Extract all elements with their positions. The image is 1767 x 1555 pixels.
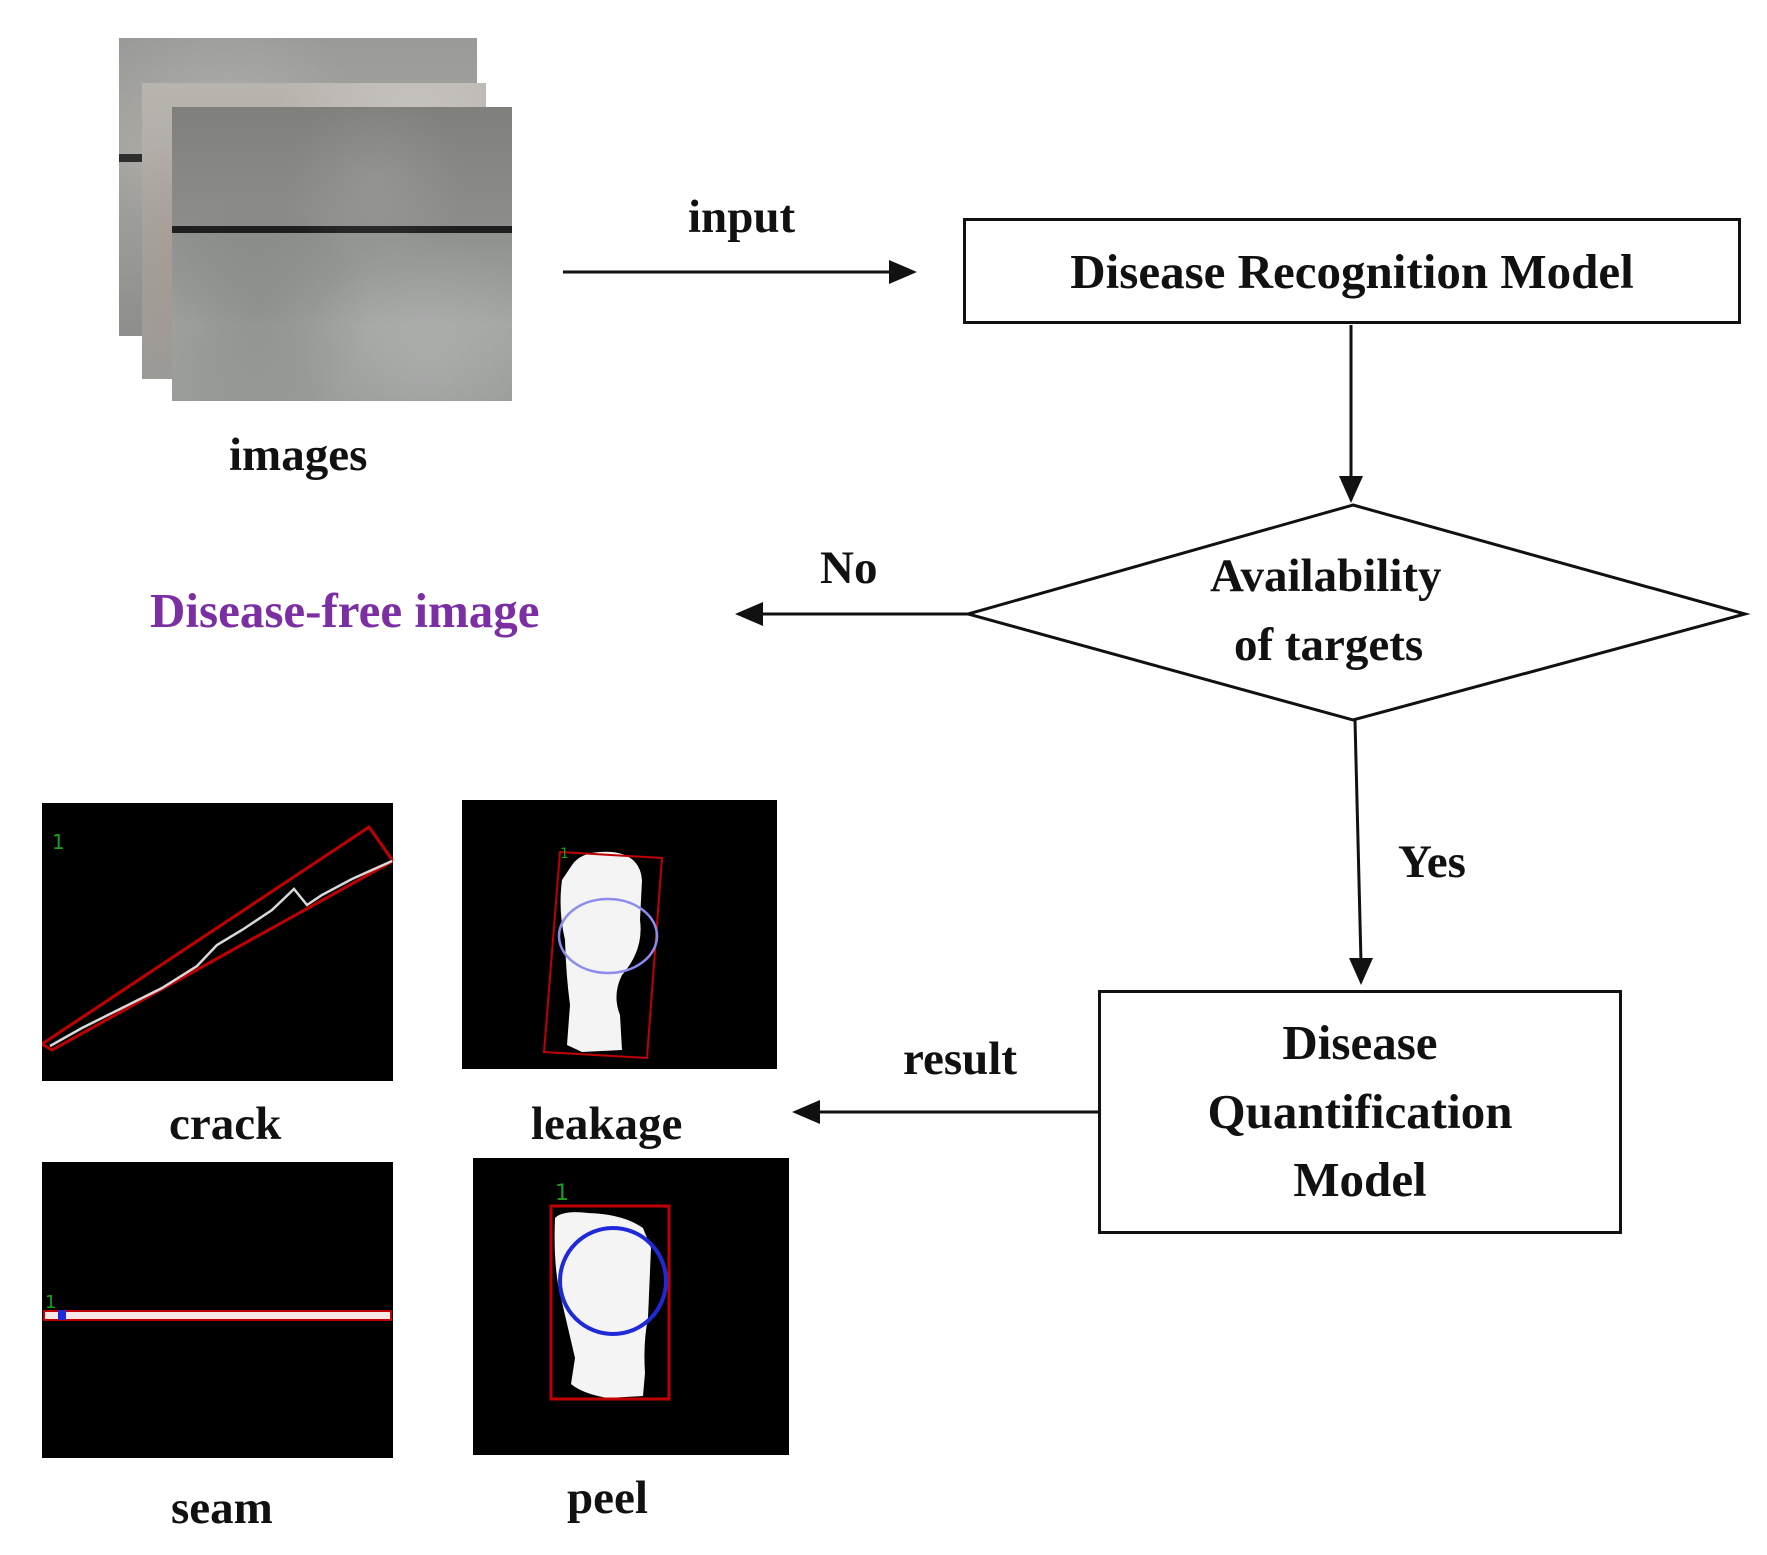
- seam-marker: 1: [45, 1292, 56, 1313]
- arrowhead-no: [735, 602, 763, 626]
- disease-recognition-model-text: Disease Recognition Model: [1070, 243, 1634, 299]
- peel-blob: [554, 1212, 651, 1398]
- arrowhead-result: [792, 1100, 820, 1124]
- result-leakage-image: 1: [462, 800, 777, 1069]
- edge-label-input: input: [688, 191, 796, 243]
- edge-label-yes: Yes: [1398, 836, 1466, 888]
- leakage-fit-ellipse: [557, 897, 659, 975]
- peel-bbox: [549, 1204, 671, 1401]
- images-label: images: [229, 429, 368, 481]
- arrow-yes: [1353, 719, 1363, 963]
- crack-line: [49, 859, 393, 1048]
- result-seam-image: 1: [42, 1162, 393, 1458]
- disease-free-image-label: Disease-free image: [150, 583, 540, 638]
- result-peel-image: 1: [473, 1158, 789, 1455]
- quant-text-line2: Quantification: [1207, 1083, 1513, 1139]
- quant-text-line3: Model: [1293, 1152, 1427, 1208]
- seam-line: [43, 1310, 392, 1321]
- decision-diamond: [962, 503, 1751, 722]
- disease-quantification-model-box: Disease Quantification Model: [1098, 990, 1622, 1234]
- edge-label-no: No: [820, 542, 878, 594]
- result-label-peel: peel: [567, 1472, 648, 1524]
- result-label-leakage: leakage: [531, 1098, 683, 1150]
- seam-start-dot: [58, 1310, 66, 1320]
- result-label-seam: seam: [171, 1482, 273, 1534]
- result-label-crack: crack: [169, 1098, 282, 1150]
- peel-marker: 1: [555, 1181, 569, 1206]
- result-crack-image: 1: [42, 803, 393, 1081]
- decision-text-line2: of targets: [1234, 619, 1424, 671]
- arrowhead-input: [889, 260, 917, 284]
- arrowhead-decision: [1339, 476, 1363, 503]
- crack-marker: 1: [52, 830, 65, 854]
- edge-label-result: result: [903, 1033, 1018, 1085]
- peel-fit-circle: [558, 1226, 668, 1336]
- leakage-bbox: [542, 850, 664, 1060]
- leakage-marker: 1: [560, 846, 569, 862]
- arrowhead-yes: [1349, 958, 1373, 985]
- disease-recognition-model-box: Disease Recognition Model: [963, 218, 1741, 324]
- input-image-front: [172, 107, 512, 401]
- crack-bbox: [42, 824, 393, 1052]
- quant-text-line1: Disease: [1282, 1015, 1438, 1071]
- leakage-blob: [560, 851, 642, 1052]
- decision-text-line1: Availability: [1210, 550, 1442, 602]
